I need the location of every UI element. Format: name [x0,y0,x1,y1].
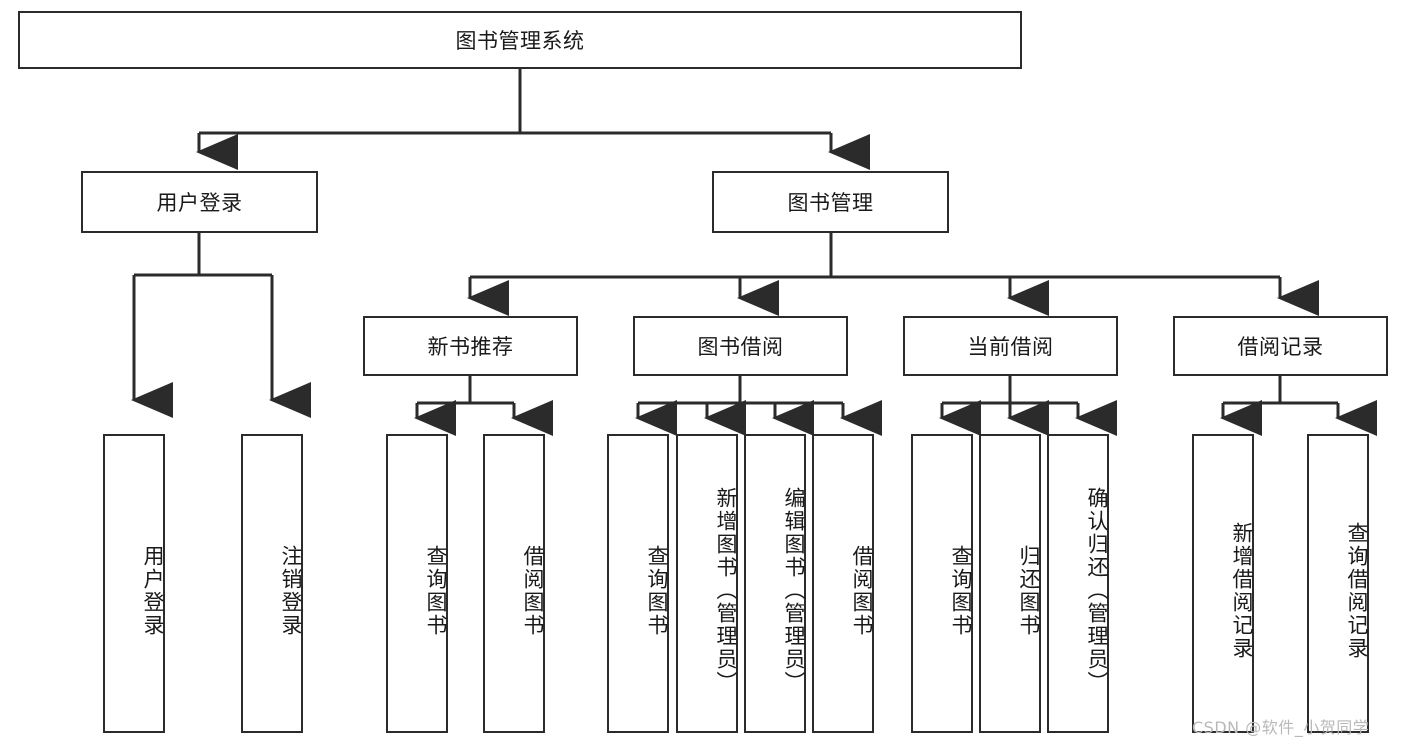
node-label: 新增图书（管理员） [714,487,738,694]
node-label: 查询图书 [645,544,669,637]
node-label: 归还图书 [1017,544,1041,637]
node-label: 查询图书 [949,544,973,637]
node-label: 查询图书 [424,544,448,637]
node-label: 图书借阅 [697,335,784,359]
leaf-book-borrow-query-books[interactable]: 查询图书 [607,434,669,733]
node-user-login[interactable]: 用户登录 [81,171,318,233]
leaf-current-borrow-query-books[interactable]: 查询图书 [911,434,973,733]
node-book-management[interactable]: 图书管理 [712,171,949,233]
node-label: 图书管理系统 [455,29,585,53]
leaf-book-borrow-edit-book-admin[interactable]: 编辑图书（管理员） [744,434,806,733]
leaf-user-login-logout[interactable]: 注销登录 [241,434,303,733]
leaf-current-borrow-confirm-return-admin[interactable]: 确认归还（管理员） [1047,434,1109,733]
node-book-borrow[interactable]: 图书借阅 [633,316,848,376]
leaf-new-book-borrow-books[interactable]: 借阅图书 [483,434,545,733]
leaf-book-borrow-borrow-books[interactable]: 借阅图书 [812,434,874,733]
leaf-current-borrow-return-books[interactable]: 归还图书 [979,434,1041,733]
node-label: 图书管理 [787,191,874,215]
node-label: 查询借阅记录 [1345,521,1369,660]
node-label: 借阅图书 [850,544,874,637]
node-label: 用户登录 [141,544,165,637]
node-borrow-record[interactable]: 借阅记录 [1173,316,1388,376]
node-label: 编辑图书（管理员） [782,487,806,694]
node-label: 确认归还（管理员） [1085,487,1109,694]
node-label: 新增借阅记录 [1230,521,1254,660]
node-label: 当前借阅 [967,335,1054,359]
node-label: 新书推荐 [427,335,514,359]
leaf-borrow-record-query-record[interactable]: 查询借阅记录 [1307,434,1369,733]
leaf-borrow-record-add-record[interactable]: 新增借阅记录 [1192,434,1254,733]
node-label: 借阅记录 [1237,335,1324,359]
leaf-book-borrow-add-book-admin[interactable]: 新增图书（管理员） [676,434,738,733]
node-root-book-management-system[interactable]: 图书管理系统 [18,11,1022,69]
node-current-borrow[interactable]: 当前借阅 [903,316,1118,376]
leaf-user-login-login[interactable]: 用户登录 [103,434,165,733]
node-label: 注销登录 [279,544,303,637]
node-label: 用户登录 [156,191,243,215]
watermark: CSDN @软件_小贺同学 [1192,718,1370,737]
node-new-book-recommend[interactable]: 新书推荐 [363,316,578,376]
node-label: 借阅图书 [521,544,545,637]
leaf-new-book-query-books[interactable]: 查询图书 [386,434,448,733]
